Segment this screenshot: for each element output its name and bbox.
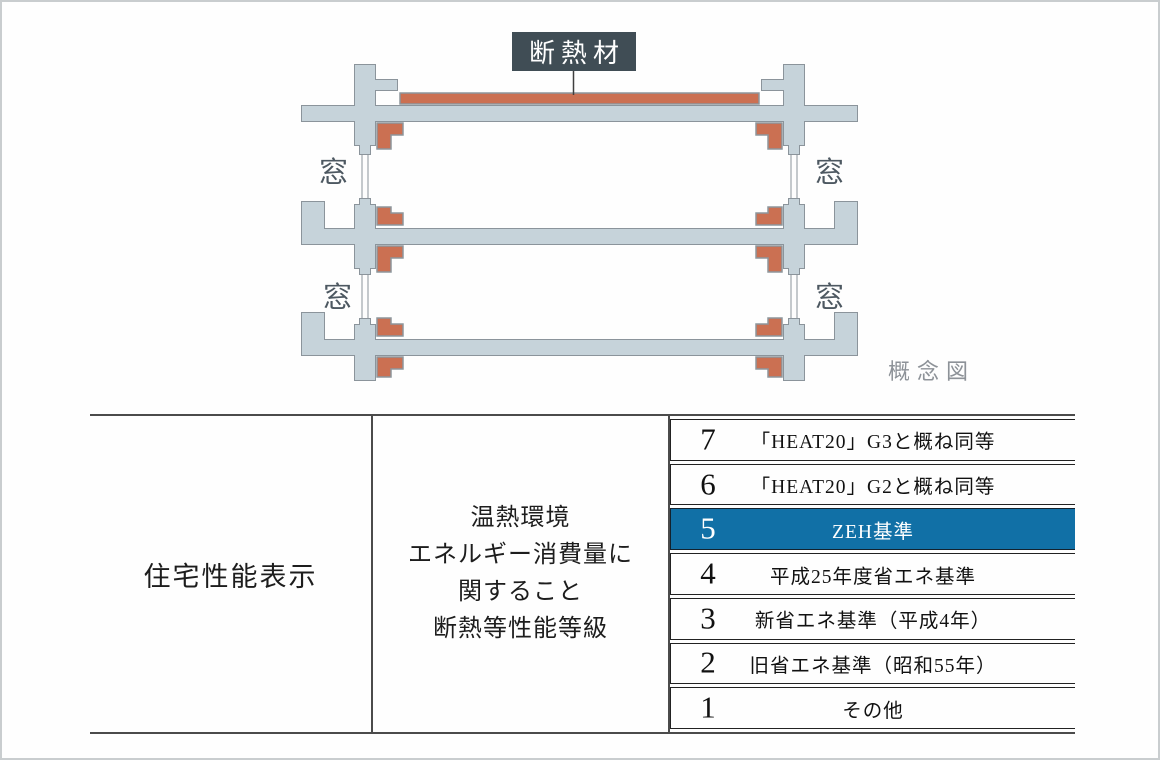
table-subject-cell: 温熱環境 エネルギー消費量に 関すること 断熱等性能等級 [373,416,668,732]
diagram-caption: 概念図 [888,359,976,384]
table-divider-1 [371,416,373,732]
insulation-label-box: 断熱材 [512,32,636,71]
grade-row-2: 2 旧省エネ基準（昭和55年） [670,642,1075,685]
grade-desc: その他 [842,700,904,722]
grade-row-4: 4 平成25年度省エネ基準 [670,553,1075,595]
table-divider-2 [668,416,670,732]
performance-table: 住宅性能表示 温熱環境 エネルギー消費量に 関すること 断熱等性能等級 7 「H… [90,414,1075,734]
grade-row-6: 6 「HEAT20」G2と概ね同等 [670,463,1075,506]
grade-level: 7 [700,421,716,457]
window-label-lower-left: 窓 [323,282,353,314]
building-section-diagram [301,64,858,381]
window-label-lower-right: 窓 [815,282,845,314]
grade-level: 4 [700,555,716,591]
grade-level: 3 [700,600,716,636]
grade-rows: 7 「HEAT20」G3と概ね同等 6 「HEAT20」G2と概ね同等 5 ZE… [670,419,1075,730]
table-category-cell: 住宅性能表示 [90,416,371,732]
subject-line: エネルギー消費量に [408,542,633,568]
grade-level: 1 [700,689,716,725]
grade-row-7: 7 「HEAT20」G3と概ね同等 [670,419,1075,461]
grade-level: 6 [700,466,716,502]
subject-line: 温熱環境 [470,505,571,531]
grade-level: 5 [700,510,716,546]
grade-desc: 「HEAT20」G2と概ね同等 [750,477,996,499]
window-label-upper-left: 窓 [319,157,349,189]
grade-row-3: 3 新省エネ基準（平成4年） [670,597,1075,640]
subject-line: 関すること [458,579,583,605]
grade-desc: 平成25年度省エネ基準 [769,566,976,588]
insulation-pieces [376,92,783,378]
insulation-label: 断熱材 [528,39,625,68]
grade-desc: 「HEAT20」G3と概ね同等 [750,432,996,454]
grade-desc: 新省エネ基準（平成4年） [754,611,992,633]
window-label-upper-right: 窓 [815,157,845,189]
grade-row-1: 1 その他 [670,687,1075,730]
subject-line: 断熱等性能等級 [433,616,608,642]
category-label: 住宅性能表示 [143,561,318,592]
grade-level: 2 [700,645,716,681]
grade-desc: ZEH基準 [832,521,914,543]
grade-row-5-highlighted: 5 ZEH基準 [670,508,1075,551]
grade-desc: 旧省エネ基準（昭和55年） [749,655,997,677]
